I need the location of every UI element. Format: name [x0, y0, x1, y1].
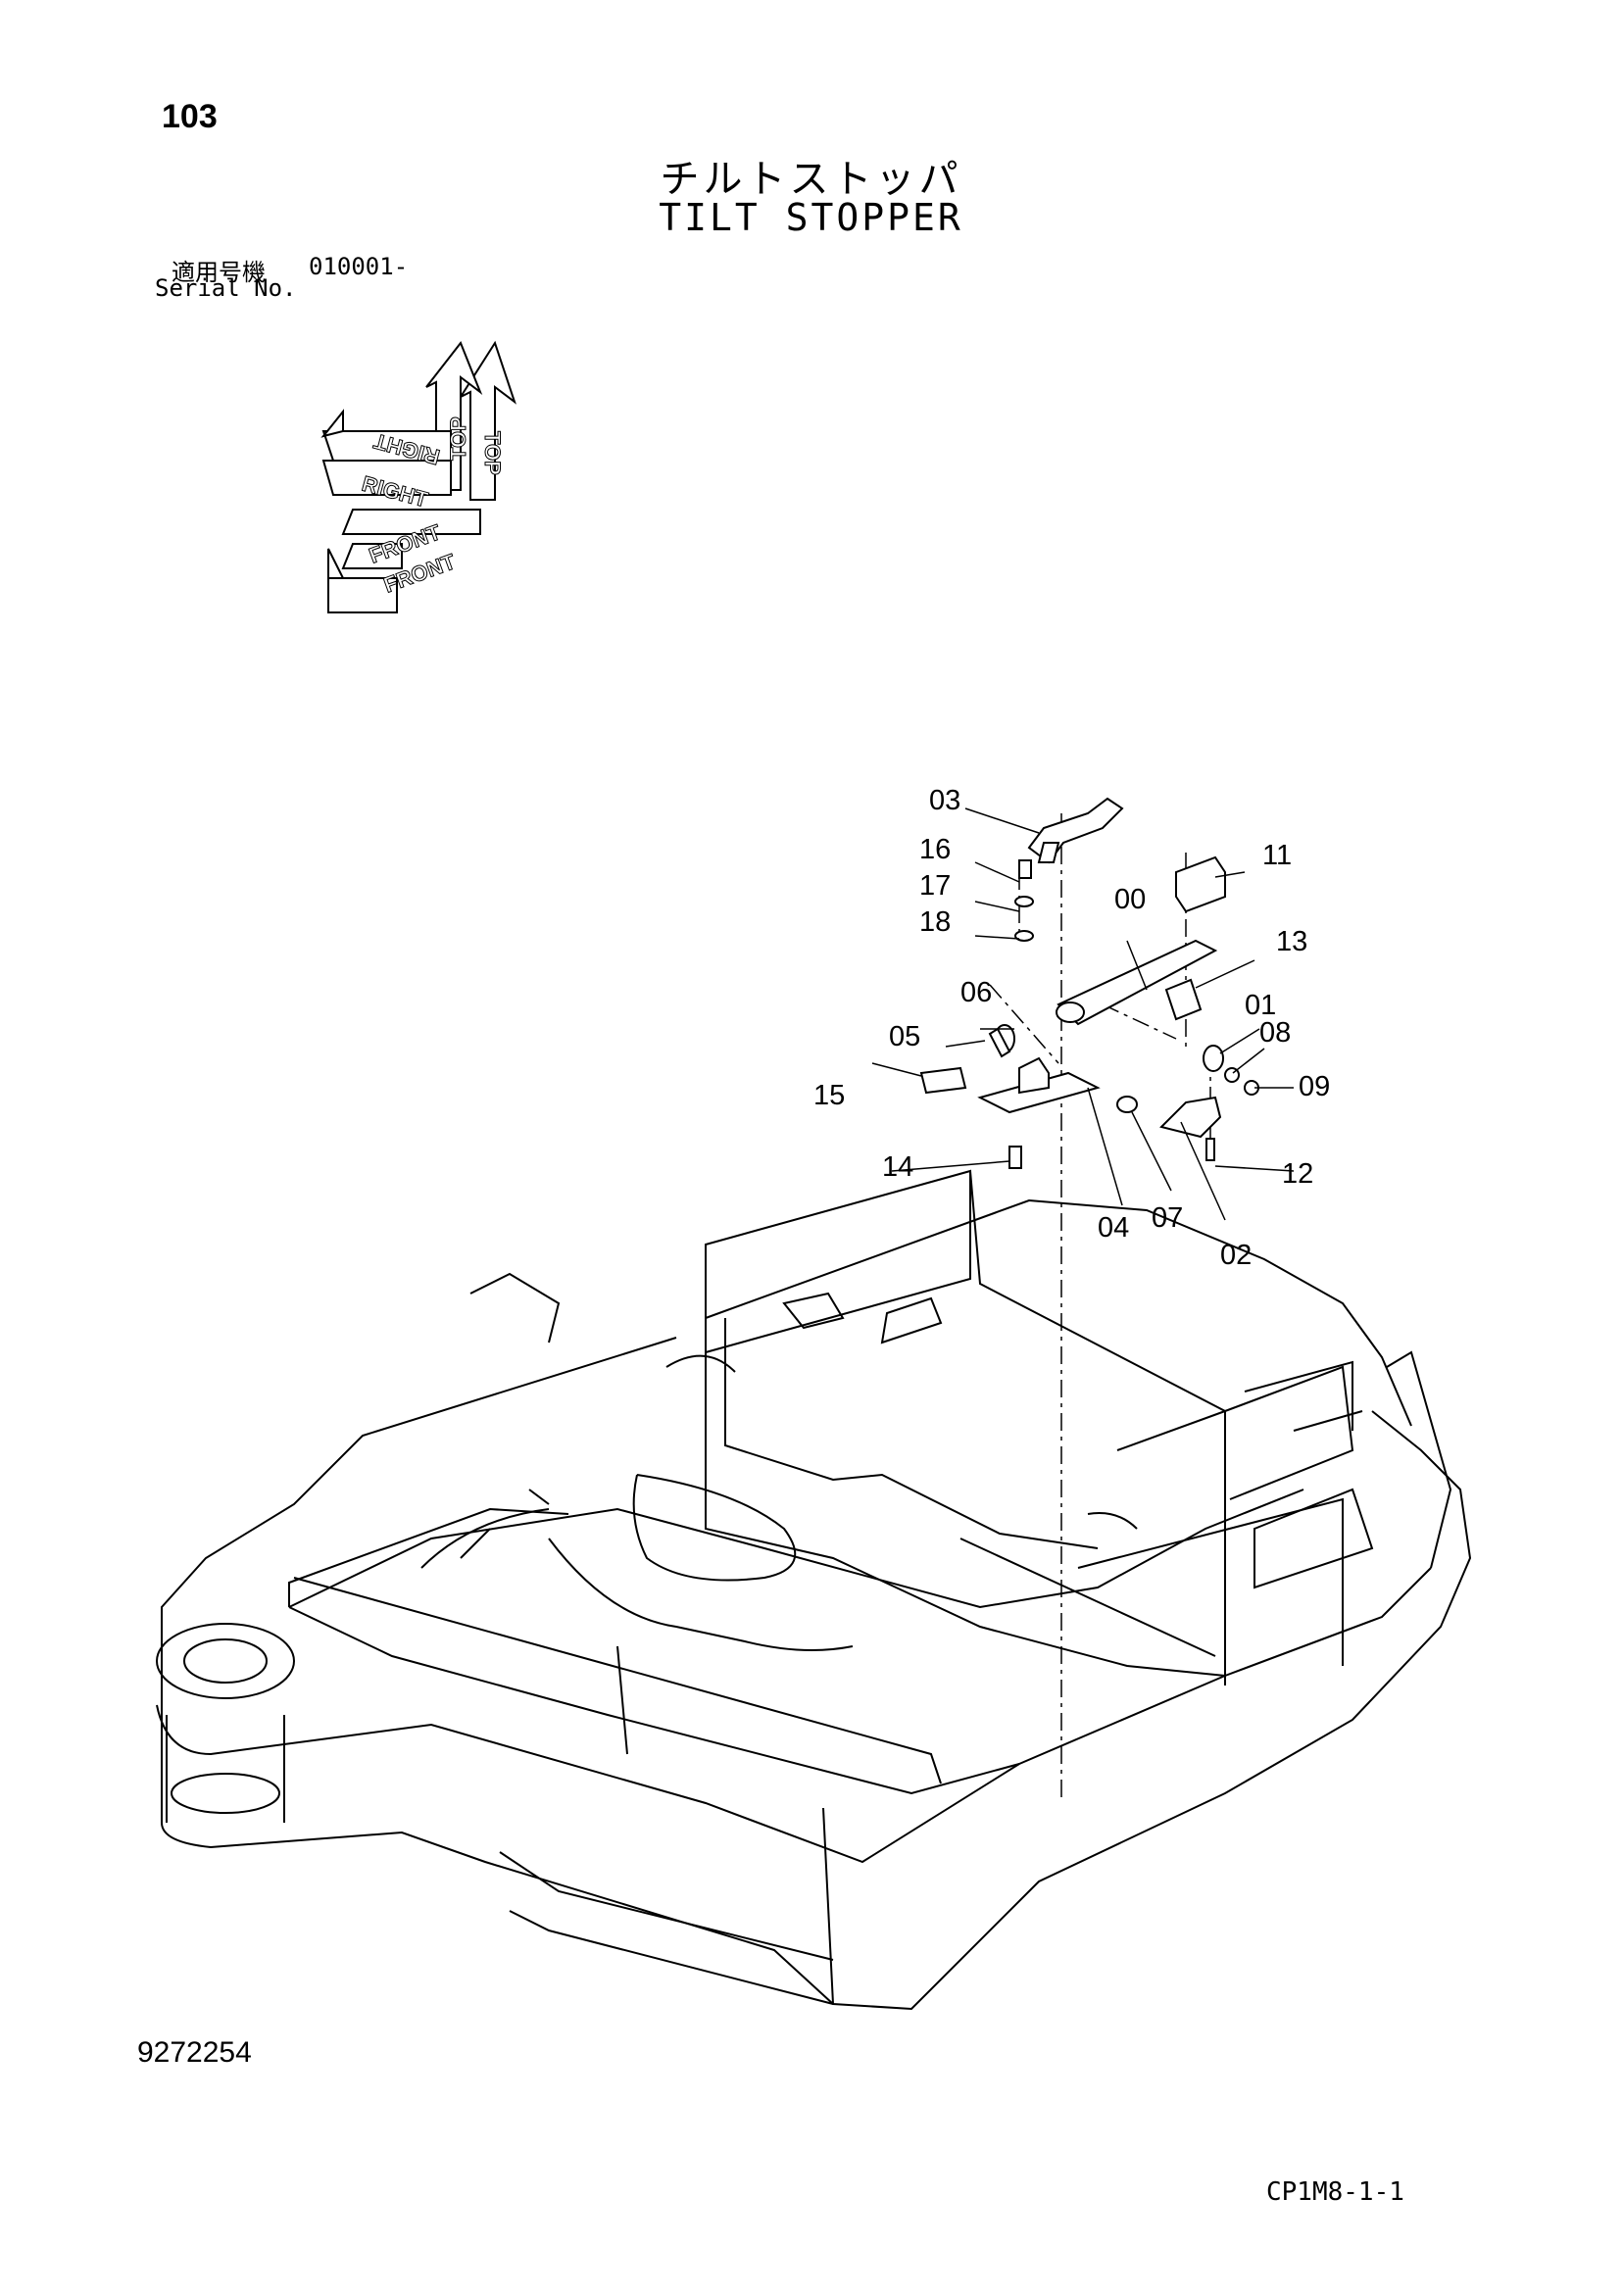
- callout-09: 09: [1299, 1071, 1330, 1102]
- callout-07: 07: [1152, 1202, 1183, 1234]
- title-japanese: チルトストッパ: [660, 157, 962, 202]
- page-code: CP1M8-1-1: [1266, 2177, 1404, 2207]
- callout-05: 05: [889, 1021, 920, 1052]
- callout-12: 14: [882, 1151, 913, 1183]
- orientation-top-label-1: TOP: [446, 416, 470, 461]
- callout-11: 12: [1282, 1158, 1313, 1190]
- serial-value: 010001-: [309, 253, 409, 280]
- title-english: TILT STOPPER: [659, 196, 963, 239]
- callout-04: 04: [1098, 1212, 1129, 1244]
- callout-14: 11: [1262, 840, 1292, 871]
- callout-18: 18: [919, 906, 951, 938]
- drawing-number: 9272254: [137, 2036, 252, 2069]
- page-number: 103: [162, 98, 218, 135]
- callout-02: 02: [1220, 1240, 1252, 1271]
- callout-labels: 03 16 17 18 00 11 13 01 08 09 12 06 05 1…: [813, 785, 1330, 1271]
- callout-00: 00: [1114, 884, 1146, 915]
- callout-08: 08: [1259, 1017, 1291, 1049]
- serial-label-english: Serial No.: [155, 274, 297, 302]
- callout-06: 06: [960, 977, 992, 1008]
- callout-17: 17: [919, 870, 951, 902]
- orientation-top-label-2: TOP: [480, 431, 505, 475]
- upperstructure-frame: [156, 1169, 1472, 2011]
- callout-01: 01: [1245, 990, 1276, 1021]
- callout-15: 15: [813, 1080, 845, 1111]
- callout-03: 03: [929, 785, 960, 816]
- callout-16: 16: [919, 834, 951, 865]
- orientation-icon: TOP TOP RIGHT RIGHT FRONT FRONT: [320, 340, 516, 613]
- leader-lines: [871, 807, 1295, 1221]
- serial-label-japanese: 適用号機: [172, 259, 266, 286]
- tilt-stopper-parts: [919, 797, 1259, 1169]
- callout-13: 13: [1276, 926, 1307, 957]
